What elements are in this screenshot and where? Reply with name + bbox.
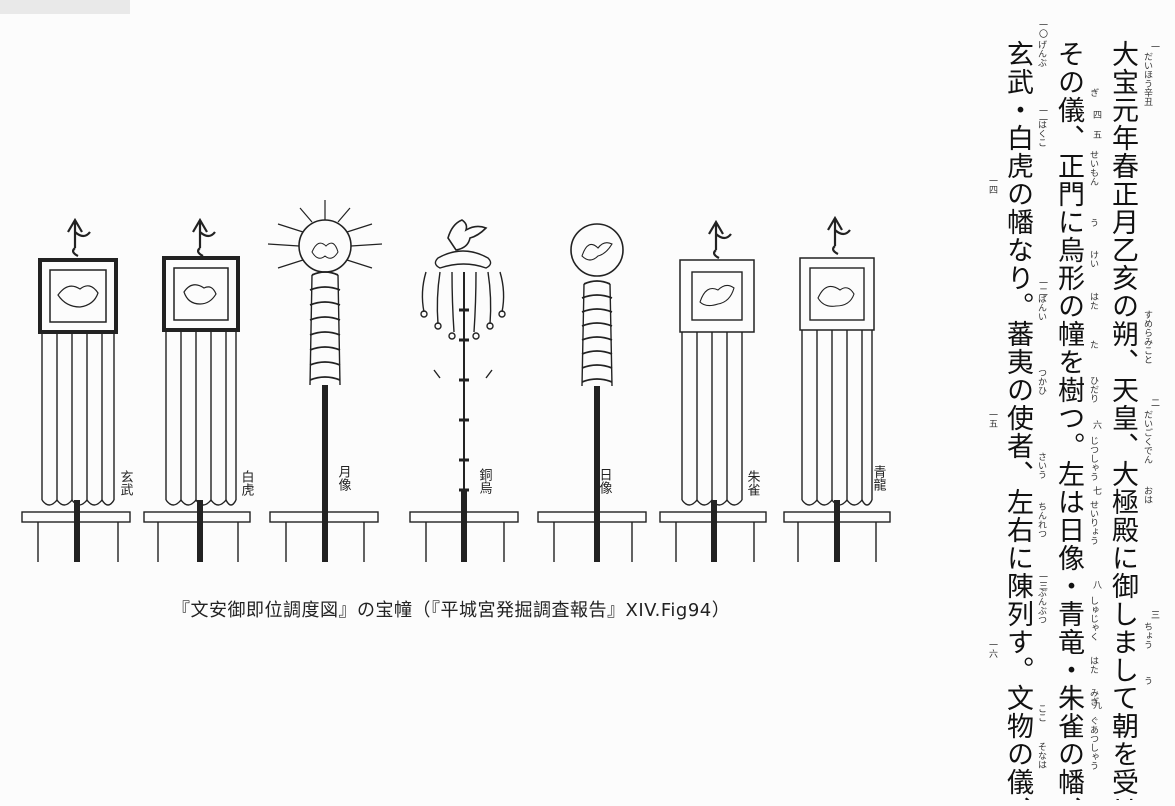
ruby: はた [1088,656,1098,674]
ruby: はくこ [1036,120,1046,147]
annotation-number: 六 [1091,420,1101,429]
annotation-number: 一四 [987,176,997,194]
annotation-number: 一一 [1037,106,1047,124]
annotation-number: 一二 [1037,278,1047,296]
ruby: げんぶ [1036,40,1046,67]
ruby: せいりょう [1088,500,1098,545]
ruby: ぶんぶつ [1036,588,1046,624]
ruby: ぐあつしゃう [1088,716,1098,770]
scan-edge [0,0,130,14]
ruby: う [1088,218,1098,227]
annotation-number: 一三 [1037,572,1047,590]
banner-label: 銅烏 [477,468,493,494]
ruby: う [1142,676,1152,685]
ruby: ひだり [1088,376,1098,403]
ruby: さいう [1036,452,1046,479]
ruby: ばんい [1036,294,1046,321]
banner-genbu: 玄武 [21,217,134,562]
ruby: しゅじゃく [1088,596,1098,641]
text-line-3: 玄武・白虎の幡なり。蕃夷の使者、左右に陳列す。文物の儀、是に備れり [1002,40,1033,800]
banner-label: 朱雀 [745,470,761,497]
figure-caption: 『文安御即位調度図』の宝幢（『平城宮発掘調査報告』XIV.Fig94） [172,600,731,621]
trident-finial [192,217,216,257]
annotation-number: 三 [1149,610,1159,619]
ruby: ちょう [1142,622,1152,649]
ruby: せいもん [1088,150,1098,186]
ruby: じつしゃう [1088,436,1098,481]
banner-douu: 銅烏 [409,219,519,562]
banner-label: 白虎 [239,469,255,497]
annotation-number: 一六 [987,640,997,658]
ruby: ここ [1036,704,1046,722]
ruby: だいごくでん [1142,410,1152,464]
banner-gatsuzou: 月像 [267,200,383,562]
trident-finial [827,215,851,255]
annotation-number: 一五 [987,410,997,428]
ruby: すめらみこと [1142,310,1152,364]
annotation-number: 七 [1091,486,1101,495]
ruby: だいほう辛丑 [1142,52,1152,106]
banner-nichizou: 日像 [537,223,647,562]
annotation-number: 五 [1091,130,1101,139]
trident-finial [67,217,91,257]
annotation-number: 一 [1149,42,1159,51]
banner-suzaku: 朱雀 [659,219,767,562]
banner-label: 青龍 [871,465,887,491]
ruby: ぎ [1088,88,1098,97]
ruby: つかひ [1036,368,1046,395]
ruby: はた [1088,292,1098,310]
banners-illustration: 玄武 白虎 [21,200,891,562]
ruby: そなは [1036,742,1046,769]
ruby: おは [1142,486,1152,504]
ruby: ちんれつ [1036,502,1046,538]
ruby: た [1088,340,1098,349]
banner-label: 日像 [597,468,613,494]
ruby: けい [1088,250,1098,268]
annotation-number: 二 [1149,398,1159,407]
ruby: みぎ [1088,688,1098,706]
banner-seiryu: 青龍 [783,215,891,562]
annotation-number: 四 [1091,110,1101,119]
trident-finial [708,219,732,259]
annotation-number: 八 [1091,580,1101,589]
banner-label: 月像 [336,465,352,491]
annotation-number: 一〇 [1037,20,1047,38]
text-line-2: その儀、正門に烏形の幢を樹つ。左は日像・青竜・朱雀の幡、右は月像・ [1053,40,1084,800]
banner-label: 玄武 [118,470,134,496]
annotation-number: 九 [1091,700,1101,709]
text-line-1: 大宝元年春正月乙亥の朔、天皇、大極殿に御しまして朝を受けたまふ。 [1107,40,1138,800]
banner-byakko: 白虎 [143,217,255,562]
